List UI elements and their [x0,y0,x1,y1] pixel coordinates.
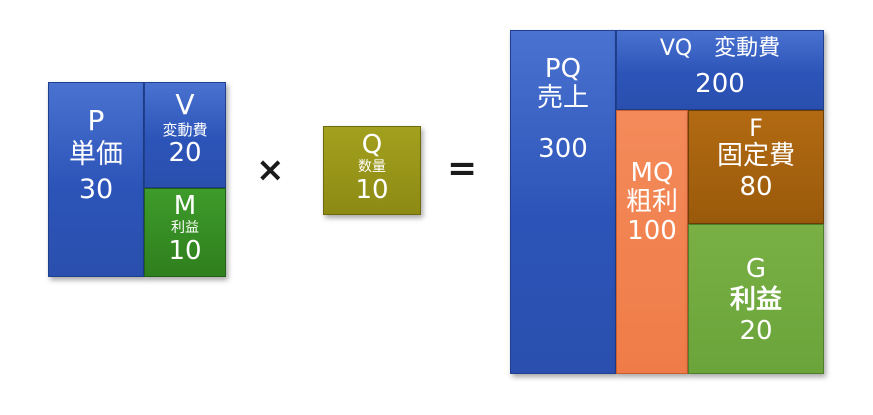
g-name: 利益 [729,285,782,316]
g-value: 20 [739,316,773,347]
mq-gross-profit-box: MQ 粗利 100 [616,110,688,374]
f-letter: F [749,114,763,142]
vq-value: 200 [695,68,745,99]
g-profit-box: G 利益 20 [688,224,824,374]
vq-variable-cost-box: VQ 変動費 200 [616,30,824,110]
vq-title: VQ 変動費 [659,36,781,61]
q-quantity-box: Q 数量 10 [323,126,421,215]
mq-letter: MQ [630,158,674,188]
v-name: 変動費 [162,121,208,140]
f-name: 固定費 [716,140,795,171]
pq-sales-box: PQ 売上 300 [510,30,616,374]
m-value: 10 [168,235,202,266]
v-letter: V [175,88,195,121]
m-letter: M [173,191,197,221]
p-name: 単価 [69,139,123,171]
pq-letter: PQ [544,54,582,84]
q-letter: Q [361,130,383,160]
m-profit-box: M 利益 10 [144,188,226,277]
multiply-sign: × [256,150,285,190]
p-value: 30 [78,173,114,205]
equals-sign: = [447,148,478,189]
mq-value: 100 [627,216,677,247]
v-value: 20 [168,138,202,169]
q-name: 数量 [358,159,386,176]
pq-value: 300 [538,134,588,165]
f-value: 80 [739,171,773,202]
p-unit-price-box: P 単価 30 [48,82,144,277]
pq-name: 売上 [536,83,589,114]
v-variable-cost-box: V 変動費 20 [144,82,226,188]
f-fixed-cost-box: F 固定費 80 [688,110,824,224]
q-value: 10 [355,174,389,205]
mq-name: 粗利 [625,187,678,218]
p-letter: P [87,104,105,137]
m-name: 利益 [171,220,199,237]
g-letter: G [745,254,767,284]
